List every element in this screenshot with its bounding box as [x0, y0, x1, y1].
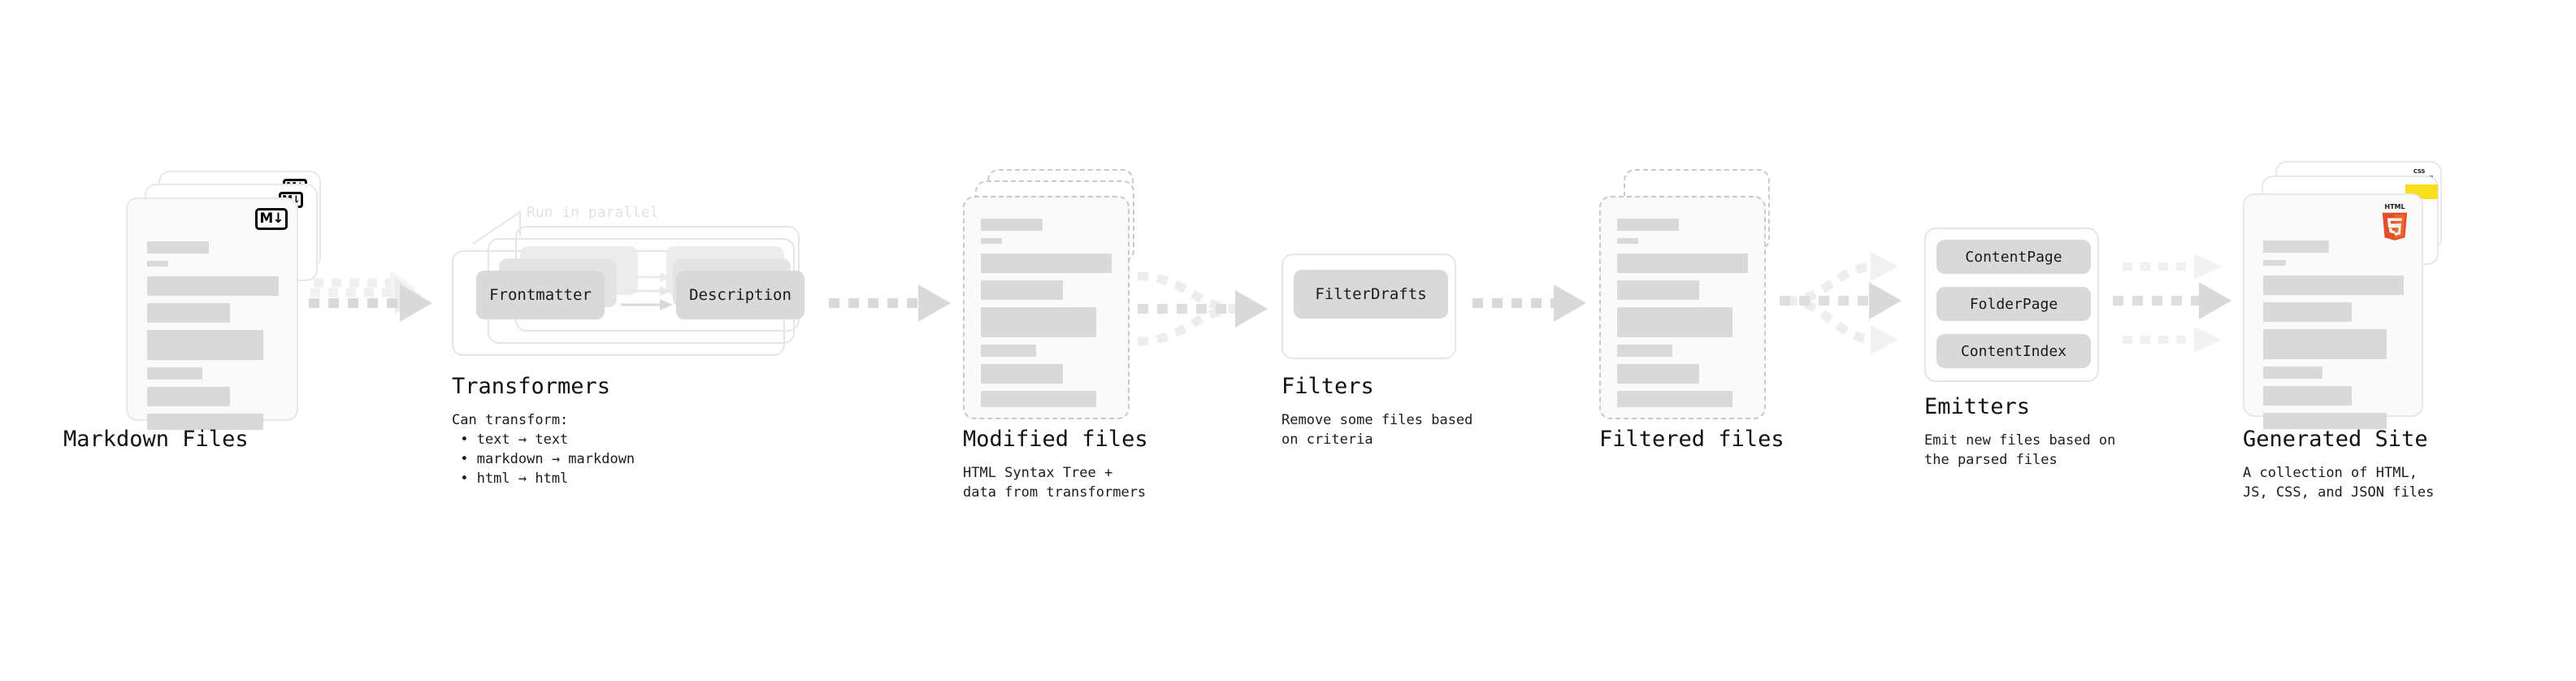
transformers-group: Frontmatter Description	[452, 226, 817, 364]
emitter-pill-contentindex[interactable]: ContentIndex	[1936, 334, 2091, 368]
caption-transformers: Can transform: • text → text • markdown …	[452, 412, 635, 487]
transformer-pill-description-label: Description	[689, 286, 791, 304]
emitter-pill-folderpage[interactable]: FolderPage	[1936, 287, 2091, 321]
modified-file-card-front	[963, 196, 1130, 419]
placeholder-lines	[981, 219, 1112, 414]
caption-emitters: Emit new files based on the parsed files	[1924, 432, 2116, 468]
page-title-transformers: Transformers	[452, 374, 611, 399]
md-arrow: ↓	[272, 210, 284, 227]
filters-box: FilterDrafts	[1281, 254, 1456, 359]
html5-logo-label: HTML	[2384, 203, 2405, 210]
filter-pill-filterdrafts[interactable]: FilterDrafts	[1294, 270, 1448, 319]
md-arrow: ↓	[292, 193, 301, 206]
filtered-file-card-front	[1599, 196, 1766, 419]
arrow-filters-to-filtered	[1472, 284, 1586, 322]
page-title-filtered-files: Filtered files	[1599, 427, 1785, 452]
page-title-modified-files: Modified files	[963, 427, 1148, 452]
modified-files-stack	[963, 169, 1174, 421]
page-title-emitters: Emitters	[1924, 394, 2031, 419]
transformer-pill-frontmatter[interactable]: Frontmatter	[476, 271, 605, 319]
md-letter: M	[259, 210, 273, 227]
html5-logo-icon: HTML	[2382, 203, 2408, 241]
caption-modified-files: HTML Syntax Tree + data from transformer…	[963, 465, 1147, 501]
page-title-filters: Filters	[1281, 374, 1374, 399]
arrow-transformers-to-modified	[829, 284, 951, 322]
placeholder-lines	[2263, 241, 2404, 436]
page-title-markdown-files: Markdown Files	[63, 427, 249, 452]
site-file-card-html: HTML	[2243, 193, 2423, 429]
page-title-generated-site: Generated Site	[2243, 427, 2428, 452]
run-in-parallel-label: Run in parallel	[527, 204, 659, 221]
caption-generated-site: A collection of HTML, JS, CSS, and JSON …	[2243, 465, 2435, 501]
markdown-file-card-front: M↓	[126, 197, 298, 430]
emitter-pill-contentpage-label: ContentPage	[1965, 248, 2062, 266]
placeholder-lines	[147, 241, 279, 437]
filter-pill-filterdrafts-label: FilterDrafts	[1315, 285, 1427, 303]
generated-site-stack: CSS HTML	[2243, 161, 2470, 429]
emitter-pill-contentindex-label: ContentIndex	[1960, 342, 2067, 360]
caption-filters: Remove some files based on criteria	[1281, 412, 1473, 448]
emitter-pill-contentpage[interactable]: ContentPage	[1936, 240, 2091, 274]
filtered-files-stack	[1599, 169, 1811, 421]
emitters-box: ContentPage FolderPage ContentIndex	[1924, 228, 2099, 382]
markdown-files-stack: M↓ M↓ M↓	[126, 171, 345, 430]
markdown-logo-icon: M↓	[255, 208, 288, 230]
emitter-pill-folderpage-label: FolderPage	[1969, 295, 2058, 313]
transformer-pill-frontmatter-label: Frontmatter	[489, 286, 592, 304]
css-logo-label: CSS	[2413, 168, 2426, 175]
transformer-pill-description[interactable]: Description	[676, 271, 804, 319]
placeholder-lines	[1617, 219, 1748, 414]
